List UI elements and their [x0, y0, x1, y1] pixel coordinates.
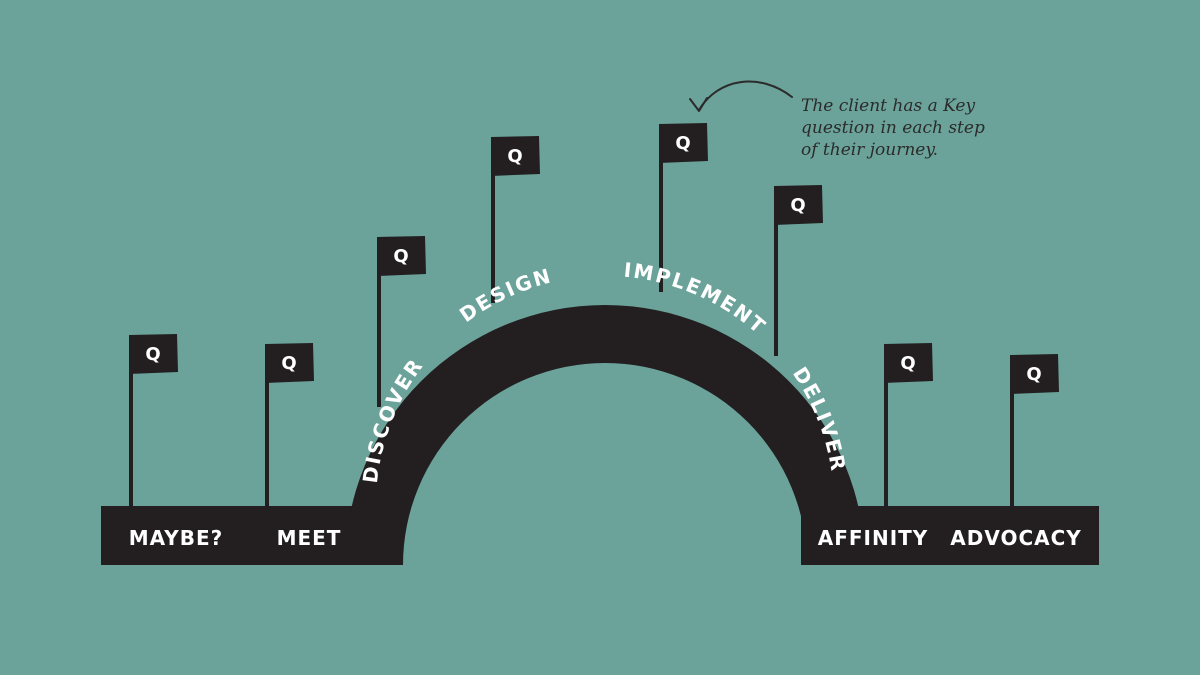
- flag-design: Q: [491, 136, 540, 303]
- annotation-line-3: of their journey.: [801, 140, 938, 160]
- flag-banner: [129, 334, 178, 374]
- road-right-segment: [801, 506, 1099, 565]
- flag-implement: Q: [659, 123, 708, 292]
- flag-letter: Q: [1026, 364, 1041, 385]
- flag-letter: Q: [507, 146, 522, 167]
- annotation-line-1: The client has a Key: [801, 96, 975, 116]
- annotation-line-2: question in each step: [801, 118, 985, 138]
- stage-labels: MAYBE? MEET AFFINITY ADVOCACY: [129, 526, 1082, 550]
- road: [101, 305, 1099, 565]
- flag-deliver: Q: [774, 185, 823, 356]
- flag-banner: [884, 343, 933, 383]
- road-arch: [345, 305, 865, 565]
- flag-banner: [659, 123, 708, 163]
- annotation-arrow: [698, 80, 793, 111]
- flag-letter: Q: [145, 344, 160, 365]
- flag-letter: Q: [281, 353, 296, 374]
- flag-banner: [265, 343, 314, 383]
- flags: Q Q Q Q Q Q Q Q: [129, 123, 1059, 520]
- stage-label-maybe: MAYBE?: [129, 526, 223, 550]
- flag-banner: [774, 185, 823, 225]
- flag-letter: Q: [790, 195, 805, 216]
- annotation-arrowhead: [689, 97, 708, 112]
- flag-banner: [377, 236, 426, 276]
- flag-letter: Q: [393, 246, 408, 267]
- flag-letter: Q: [900, 353, 915, 374]
- flag-banner: [1010, 354, 1059, 394]
- stage-label-advocacy: ADVOCACY: [950, 526, 1082, 550]
- flag-letter: Q: [675, 133, 690, 154]
- flag-maybe: Q: [129, 334, 178, 506]
- stage-label-affinity: AFFINITY: [818, 526, 929, 550]
- stage-label-meet: MEET: [277, 526, 342, 550]
- flag-banner: [491, 136, 540, 176]
- flag-meet: Q: [265, 343, 314, 506]
- flag-advocacy: Q: [1010, 354, 1059, 520]
- flag-affinity: Q: [884, 343, 933, 506]
- annotation: The client has a Key question in each st…: [689, 80, 985, 160]
- flag-discover: Q: [377, 236, 426, 407]
